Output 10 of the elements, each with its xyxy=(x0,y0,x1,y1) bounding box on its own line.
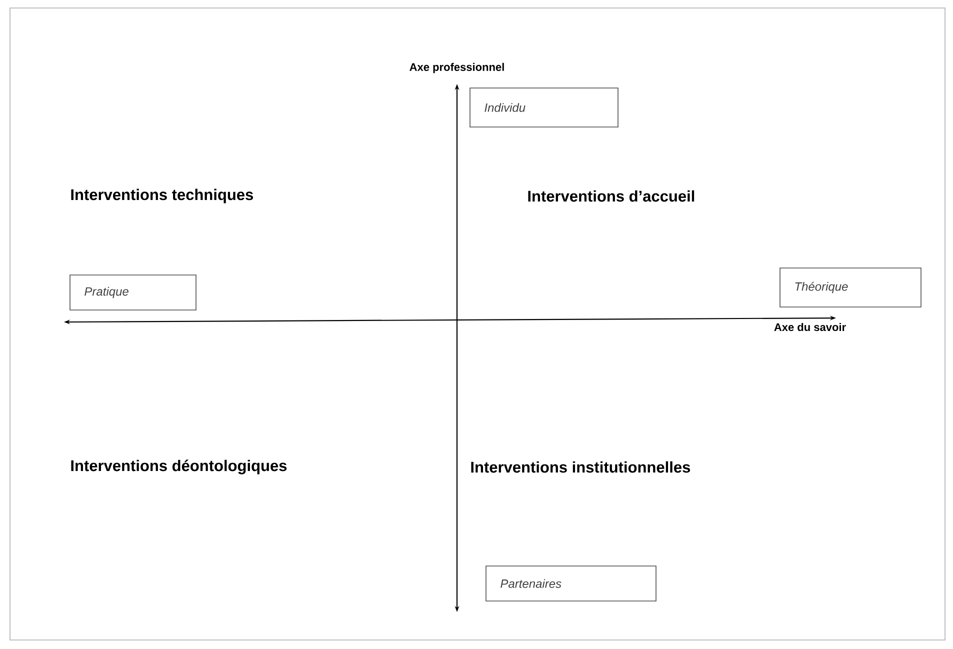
text-box: Partenaires xyxy=(486,566,656,602)
quadrant-label: Interventions déontologiques xyxy=(71,460,287,474)
text-box: Théorique xyxy=(780,268,922,308)
axis-label: Axe professionnel xyxy=(410,62,504,74)
quadrant-label: Interventions d’accueil xyxy=(528,190,694,202)
quadrant-label: Interventions techniques xyxy=(71,188,253,204)
text-box: Pratique xyxy=(70,274,196,310)
axis-label: Axe du savoir xyxy=(774,322,846,332)
text-box: Individu xyxy=(470,88,618,128)
quadrant-label: Interventions institutionnelles xyxy=(471,461,690,473)
